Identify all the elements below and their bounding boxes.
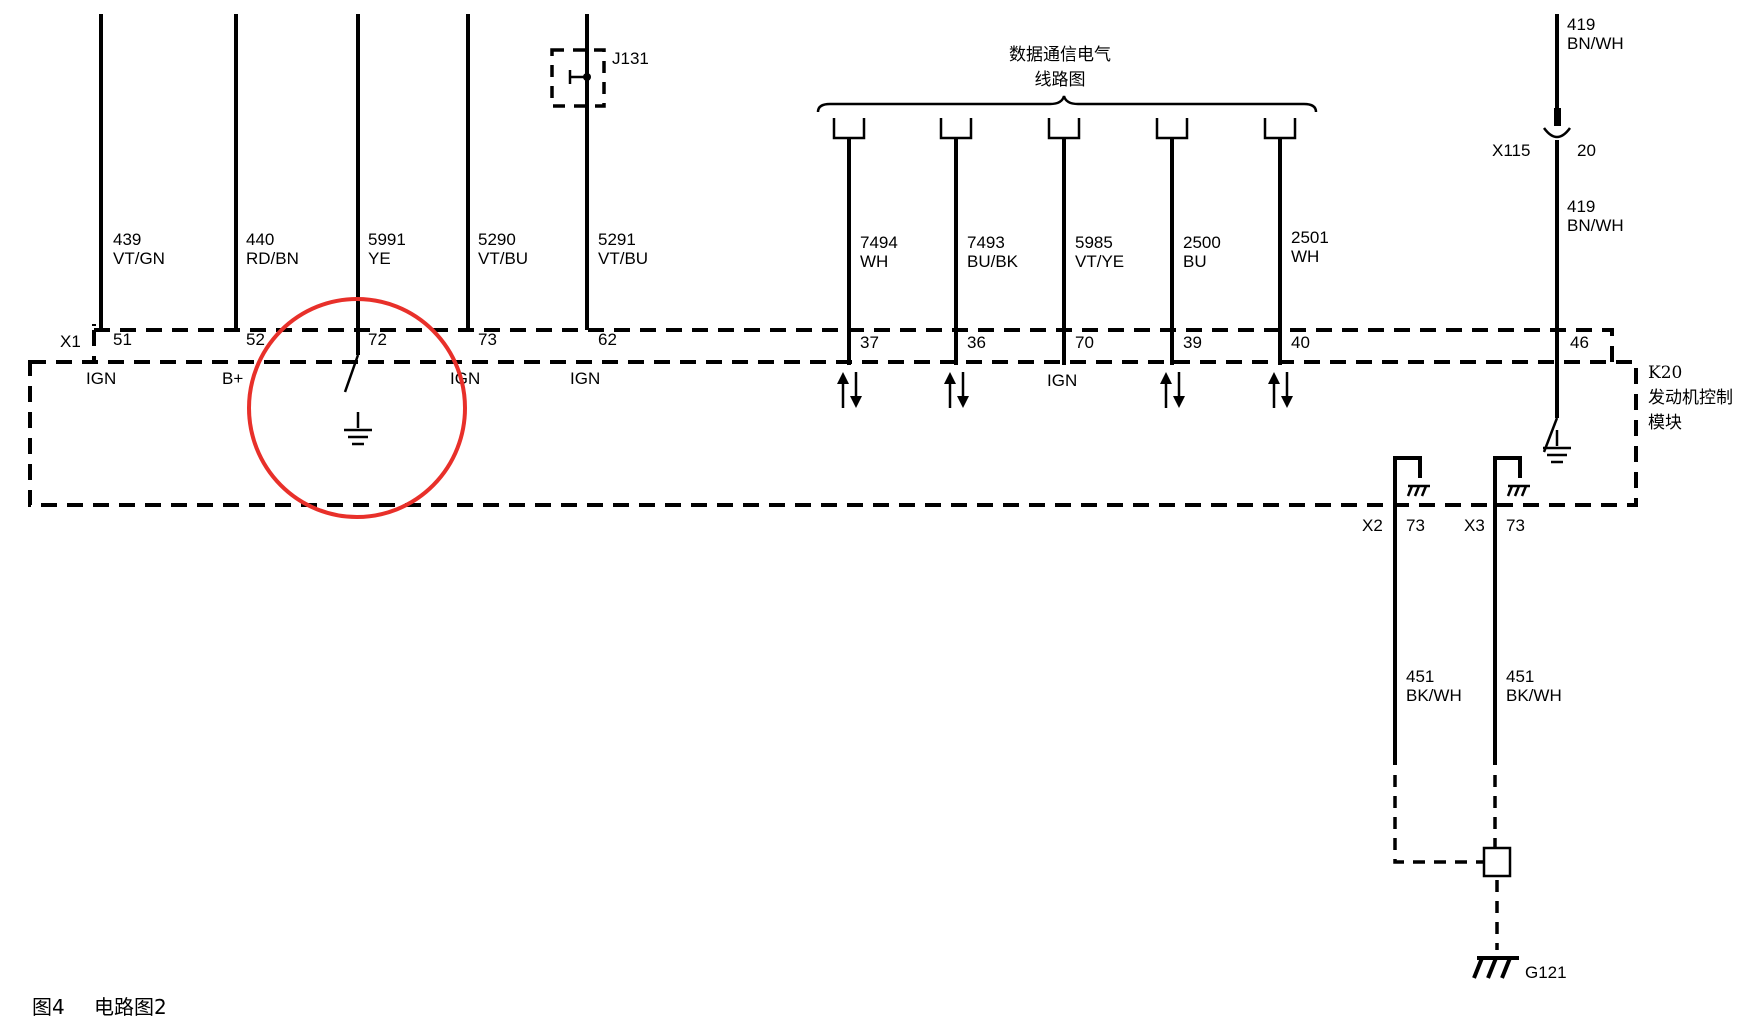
wire-label-circuit: 7494 xyxy=(860,233,898,252)
wire-label-circuit: 5985 xyxy=(1075,233,1113,252)
wire-label-color: WH xyxy=(1291,247,1319,266)
wire-label-color: VT/BU xyxy=(478,249,528,268)
wire-label-color: BU/BK xyxy=(967,252,1019,271)
data-bus-label-2: 线路图 xyxy=(1035,70,1086,90)
wire-label-color: YE xyxy=(368,249,391,268)
chassis-ground-icon xyxy=(1406,484,1430,497)
ground-symbol xyxy=(344,412,372,446)
pin-number: 72 xyxy=(368,330,387,349)
wire-label-color: VT/BU xyxy=(598,249,648,268)
wire-label-color: BN/WH xyxy=(1567,216,1624,235)
data-wire-2501: 2501 WH 40 xyxy=(1263,118,1329,408)
chassis-ground-icon xyxy=(1472,956,1519,979)
wire-440: 440 RD/BN 52 B+ xyxy=(222,14,299,388)
wire-label-color: BU xyxy=(1183,252,1207,271)
wire-label-color: BK/WH xyxy=(1506,686,1562,705)
inline-connector-pin: 20 xyxy=(1577,141,1596,160)
chassis-ground-icon xyxy=(1506,484,1530,497)
wire-label-circuit: 440 xyxy=(246,230,274,249)
switch-j131: J131 xyxy=(550,48,649,108)
wire-label-circuit: 439 xyxy=(113,230,141,249)
pin-number: 46 xyxy=(1570,333,1589,352)
switch-label: J131 xyxy=(612,49,649,68)
wire-label-circuit-top: 419 xyxy=(1567,15,1595,34)
connector-label: X1 xyxy=(60,332,81,351)
wire-label-color: VT/GN xyxy=(113,249,165,268)
pin-number: 73 xyxy=(478,330,497,349)
wire-5991: 5991 YE 72 xyxy=(343,14,406,446)
pin-number: 40 xyxy=(1291,333,1310,352)
wire-label-circuit: 2500 xyxy=(1183,233,1221,252)
bidirectional-arrow-icon xyxy=(837,372,862,408)
data-bus-brace: 数据通信电气 线路图 xyxy=(816,45,1318,113)
data-bus-label-1: 数据通信电气 xyxy=(1009,45,1111,65)
pin-function: IGN xyxy=(570,369,600,388)
highlight-circle xyxy=(247,297,467,519)
bidirectional-arrow-icon xyxy=(1268,372,1293,408)
wire-label-color: RD/BN xyxy=(246,249,299,268)
pin-number: 62 xyxy=(598,330,617,349)
ground-label: G121 xyxy=(1525,963,1567,982)
caption-figure: 图4 xyxy=(32,995,65,1019)
pin-number: 52 xyxy=(246,330,265,349)
figure-caption: 图4 电路图2 xyxy=(32,995,167,1019)
wire-label-circuit: 2501 xyxy=(1291,228,1329,247)
wire-label-circuit: 5991 xyxy=(368,230,406,249)
ground-connector-x3: X3 73 451 BK/WH xyxy=(1464,456,1562,765)
pin-number: 70 xyxy=(1075,333,1094,352)
caption-title: 电路图2 xyxy=(94,995,167,1019)
connector-pin: 73 xyxy=(1506,516,1525,535)
wire-label-circuit: 7493 xyxy=(967,233,1005,252)
wire-label-color-top: BN/WH xyxy=(1567,34,1624,53)
connector-id: X3 xyxy=(1464,516,1485,535)
wire-label-circuit: 419 xyxy=(1567,197,1595,216)
connector-id: X2 xyxy=(1362,516,1383,535)
wire-label-circuit: 5290 xyxy=(478,230,516,249)
pin-number: 36 xyxy=(967,333,986,352)
wire-label-circuit: 5291 xyxy=(598,230,636,249)
pin-function: IGN xyxy=(86,369,116,388)
wire-5290: 5290 VT/BU 73 IGN xyxy=(450,14,528,388)
pin-function: IGN xyxy=(1047,371,1077,390)
wire-419: 419 BN/WH X115 20 419 BN/WH 46 xyxy=(1492,14,1624,464)
wire-439: 439 VT/GN 51 IGN xyxy=(86,14,165,388)
wire-label-color: WH xyxy=(860,252,888,271)
pin-function: B+ xyxy=(222,369,243,388)
ground-g121: G121 xyxy=(1393,775,1567,982)
data-wire-5985: 5985 VT/YE 70 IGN xyxy=(1047,118,1124,390)
data-wire-2500: 2500 BU 39 xyxy=(1155,118,1221,408)
wire-label-color: VT/YE xyxy=(1075,252,1124,271)
module-k20: K20 发动机控制 模块 xyxy=(28,360,1733,507)
pin-number: 39 xyxy=(1183,333,1202,352)
connector-pin: 73 xyxy=(1406,516,1425,535)
wire-label-circuit: 451 xyxy=(1406,667,1434,686)
ground-connector-x2: X2 73 451 BK/WH xyxy=(1362,456,1462,765)
pin-number: 51 xyxy=(113,330,132,349)
connector-x1: X1 xyxy=(60,324,1614,362)
data-wire-7494: 7494 WH 37 xyxy=(832,118,898,408)
wire-label-circuit: 451 xyxy=(1506,667,1534,686)
module-name-1: 发动机控制 xyxy=(1648,388,1733,408)
wire-5291: 5291 VT/BU 62 IGN xyxy=(570,14,648,388)
ground-symbol xyxy=(1543,430,1571,464)
pin-function: IGN xyxy=(450,369,480,388)
module-name-2: 模块 xyxy=(1648,413,1682,433)
bidirectional-arrow-icon xyxy=(944,372,969,408)
wire-label-color: BK/WH xyxy=(1406,686,1462,705)
inline-connector-id: X115 xyxy=(1492,141,1530,160)
pin-number: 37 xyxy=(860,333,879,352)
data-wire-7493: 7493 BU/BK 36 xyxy=(939,118,1019,408)
module-id: K20 xyxy=(1648,363,1682,383)
bidirectional-arrow-icon xyxy=(1160,372,1185,408)
